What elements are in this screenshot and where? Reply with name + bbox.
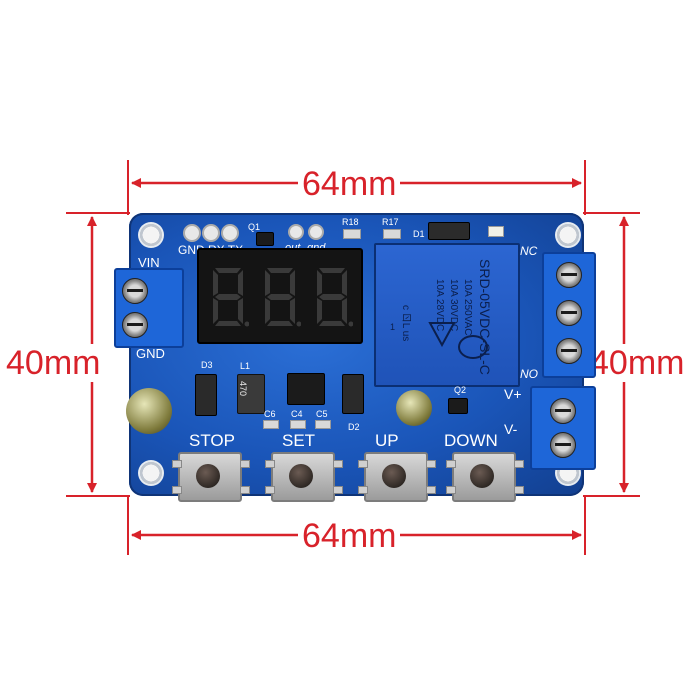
output-terminal-block [530, 386, 596, 470]
set-button[interactable] [265, 452, 343, 502]
warning-triangle-icon [428, 322, 456, 347]
uart-header [183, 224, 239, 242]
relay-pin-mark: 1 [390, 322, 396, 332]
l1-label: L1 [240, 361, 251, 371]
digit-1 [213, 268, 249, 327]
up-label: UP [375, 431, 399, 450]
vin-terminal-block [114, 268, 184, 348]
screw-icon [556, 338, 582, 364]
led [488, 226, 504, 237]
screw-icon [556, 262, 582, 288]
r18-label: R18 [342, 217, 359, 227]
d1-diode [428, 222, 470, 240]
mounting-hole-bottom-left [138, 460, 164, 486]
inductor-value: 470 [238, 381, 248, 397]
stop-button[interactable] [172, 452, 250, 502]
screw-icon [556, 300, 582, 326]
screw-icon [550, 398, 576, 424]
top-width-label: 64mm [298, 167, 401, 201]
d1-label: D1 [413, 229, 425, 239]
v-minus-label: V- [504, 421, 518, 437]
down-label: DOWN [444, 431, 498, 450]
electrolytic-capacitor-right [396, 390, 432, 426]
q2-transistor [448, 398, 468, 414]
d3-label: D3 [201, 360, 213, 370]
q1-transistor [256, 232, 274, 246]
relay-cert: c ㄖL us [400, 305, 411, 342]
relay-terminal-block [542, 252, 596, 378]
v-plus-label: V+ [504, 386, 522, 402]
nc-label: NC [520, 244, 538, 258]
stop-label: STOP [189, 431, 235, 450]
digit-3 [317, 268, 353, 327]
screw-icon [122, 312, 148, 338]
d2-diode [342, 374, 364, 414]
ic-chip [287, 373, 325, 405]
c4-capacitor [290, 420, 306, 429]
c4-label: C4 [291, 409, 303, 419]
c5-label: C5 [316, 409, 328, 419]
q2-label: Q2 [454, 385, 467, 395]
gnd-terminal-label: GND [136, 346, 165, 361]
d2-label: D2 [348, 422, 360, 432]
bottom-width-label: 64mm [298, 519, 401, 553]
r17-label: R17 [382, 217, 399, 227]
no-label: NO [520, 367, 538, 381]
mounting-hole-top-left [138, 222, 164, 248]
screw-icon [550, 432, 576, 458]
screw-icon [122, 278, 148, 304]
l1-inductor: 470 [237, 374, 265, 414]
relay-label-area: SRD-05VDC-SL-C 10A 250VAC 10A 30VDC 10A … [380, 253, 512, 377]
relay-rating-1: 10A 250VAC [462, 279, 473, 336]
set-label: SET [282, 431, 316, 450]
digit-2 [265, 268, 301, 327]
c6-capacitor [263, 420, 279, 429]
relay: SRD-05VDC-SL-C 10A 250VAC 10A 30VDC 10A … [374, 243, 520, 387]
up-button[interactable] [358, 452, 436, 502]
right-height-label: 40mm [590, 344, 685, 382]
vin-label: VIN [138, 255, 160, 270]
electrolytic-capacitor-left [126, 388, 172, 434]
cqc-logo-icon [458, 335, 488, 359]
output-pads [288, 224, 328, 240]
down-button[interactable] [446, 452, 524, 502]
d3-diode [195, 374, 217, 416]
seven-segment-display [197, 248, 363, 344]
mounting-hole-top-right [555, 222, 581, 248]
q1-label: Q1 [248, 222, 261, 232]
c5-capacitor [315, 420, 331, 429]
left-height-label: 40mm [6, 344, 101, 382]
r17-resistor [383, 229, 401, 239]
c6-label: C6 [264, 409, 276, 419]
r18-resistor [343, 229, 361, 239]
